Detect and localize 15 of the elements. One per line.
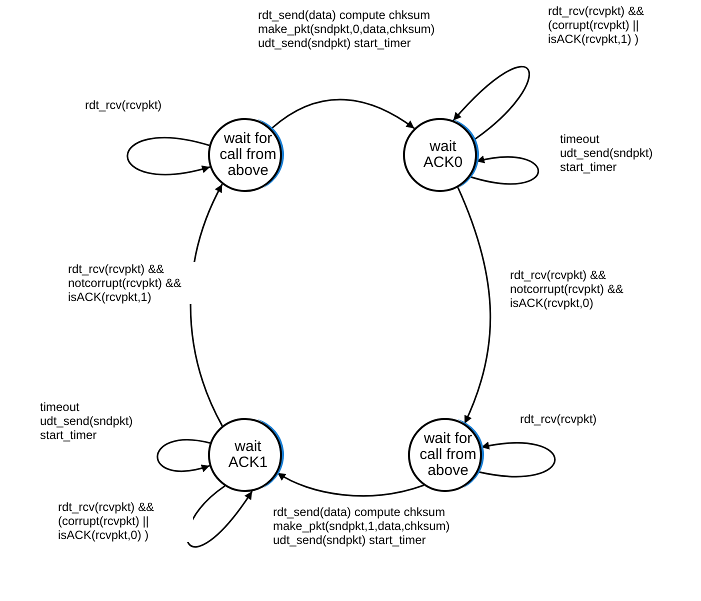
state-name: wait for call from above [418,431,478,479]
state-name: wait ACK0 [422,139,464,171]
transition-arrow [452,66,530,141]
transition-arrow [270,98,415,130]
transition-arrow [156,439,210,472]
transition-label: rdt_rcv(rcvpkt) && (corrupt(rcvpkt) || isACK(rcvpkt,0) ) [58,500,193,542]
transition-arrow [126,136,210,176]
transition-label: rdt_rcv(rcvpkt) [85,98,162,112]
transition-arrow [276,472,424,497]
transition-arrow [457,187,492,424]
state-name: wait ACK1 [227,439,269,471]
state-name: wait for call from above [218,131,278,179]
transition-arrow [470,156,539,185]
transition-arrow [478,442,556,478]
transition-label: rdt_rcv(rcvpkt) [520,412,597,426]
